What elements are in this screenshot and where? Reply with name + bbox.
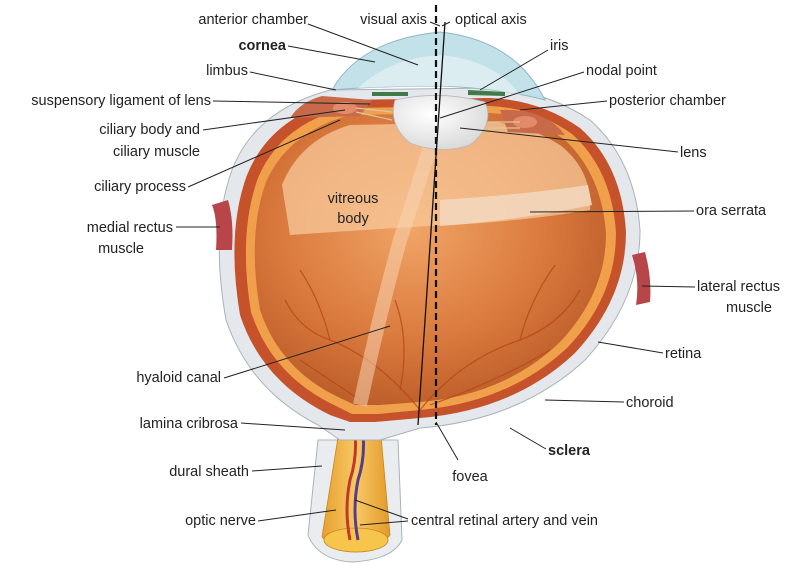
hyaloid-canal xyxy=(353,137,439,407)
retinal-vessel xyxy=(519,264,556,341)
label-vitreous-line1: vitreous xyxy=(328,191,379,207)
label-ora-serrata: ora serrata xyxy=(696,203,767,219)
leader-lamina-cribrosa xyxy=(240,422,346,431)
leader-suspensory xyxy=(212,100,371,105)
label-lateral-rectus-line1: lateral rectus xyxy=(697,279,780,295)
label-lamina-cribrosa: lamina cribrosa xyxy=(140,416,239,432)
label-optic-nerve: optic nerve xyxy=(185,513,256,529)
label-ciliary-process: ciliary process xyxy=(94,179,186,195)
leader-lens xyxy=(459,127,679,153)
label-posterior-chamber: posterior chamber xyxy=(609,93,726,109)
medial-rectus-muscle xyxy=(212,200,233,250)
retinal-vessel xyxy=(429,349,551,406)
leader-optic-nerve xyxy=(257,509,337,522)
leader-ciliary-body xyxy=(202,109,346,131)
retinal-vessel xyxy=(284,299,421,411)
label-central-retinal: central retinal artery and vein xyxy=(411,513,598,529)
visual-axis-line xyxy=(417,21,446,426)
leader-dural-sheath xyxy=(251,465,323,472)
label-nodal-point: nodal point xyxy=(586,63,657,79)
lateral-rectus-muscle xyxy=(632,252,651,305)
label-fovea: fovea xyxy=(452,469,488,485)
lens xyxy=(392,95,489,150)
leader-limbus xyxy=(249,71,337,91)
iris xyxy=(468,90,505,96)
retinal-vessel xyxy=(299,269,331,341)
label-medial-rectus-line1: medial rectus xyxy=(87,220,173,236)
leader-anterior-chamber xyxy=(307,23,419,66)
label-iris: iris xyxy=(550,38,569,54)
leader-cornea xyxy=(287,45,376,63)
anterior-chamber xyxy=(358,55,520,95)
iris xyxy=(372,92,408,96)
ciliary-process-right xyxy=(513,116,537,128)
leader-sclera xyxy=(509,427,547,450)
leader-retina xyxy=(597,341,664,354)
leader-lines xyxy=(176,21,696,526)
leader-central-retinal-2 xyxy=(359,520,409,526)
label-limbus: limbus xyxy=(206,63,248,79)
label-ciliary-body-line2: ciliary muscle xyxy=(113,144,200,160)
label-vitreous-line2: body xyxy=(337,211,369,227)
label-anterior-chamber: anterior chamber xyxy=(198,12,308,28)
leader-hyaloid-canal xyxy=(223,325,391,379)
label-visual-axis: visual axis xyxy=(360,12,427,28)
labels: anterior chamber visual axis optical axi… xyxy=(31,12,780,529)
leader-visual-axis xyxy=(429,21,441,27)
leader-posterior-chamber xyxy=(519,100,608,111)
label-lens: lens xyxy=(680,145,707,161)
label-cornea: cornea xyxy=(238,38,286,54)
label-optical-axis: optical axis xyxy=(455,12,527,28)
label-retina: retina xyxy=(665,346,702,362)
retinal-vessel xyxy=(394,299,405,391)
leader-nodal-point xyxy=(439,71,585,119)
leader-choroid xyxy=(544,399,625,403)
suspensory-ligament xyxy=(355,107,520,129)
leader-ora-serrata xyxy=(529,210,695,213)
leader-central-retinal-1 xyxy=(354,499,409,520)
leader-iris xyxy=(479,49,549,91)
leader-ciliary-process xyxy=(187,119,341,188)
label-choroid: choroid xyxy=(626,395,674,411)
label-medial-rectus-line2: muscle xyxy=(98,241,144,257)
label-lateral-rectus-line2: muscle xyxy=(726,300,772,316)
leader-optical-axis xyxy=(441,21,451,27)
leader-lateral-rectus xyxy=(641,285,696,288)
leader-fovea xyxy=(435,421,459,461)
label-sclera: sclera xyxy=(548,443,591,459)
retinal-vessel xyxy=(419,289,581,411)
retinal-vessel xyxy=(299,359,361,401)
ora-serrata-band xyxy=(440,185,592,226)
label-suspensory-ligament: suspensory ligament of lens xyxy=(31,93,211,109)
label-hyaloid-canal: hyaloid canal xyxy=(136,370,221,386)
label-ciliary-body-line1: ciliary body and xyxy=(99,122,200,138)
label-dural-sheath: dural sheath xyxy=(169,464,249,480)
